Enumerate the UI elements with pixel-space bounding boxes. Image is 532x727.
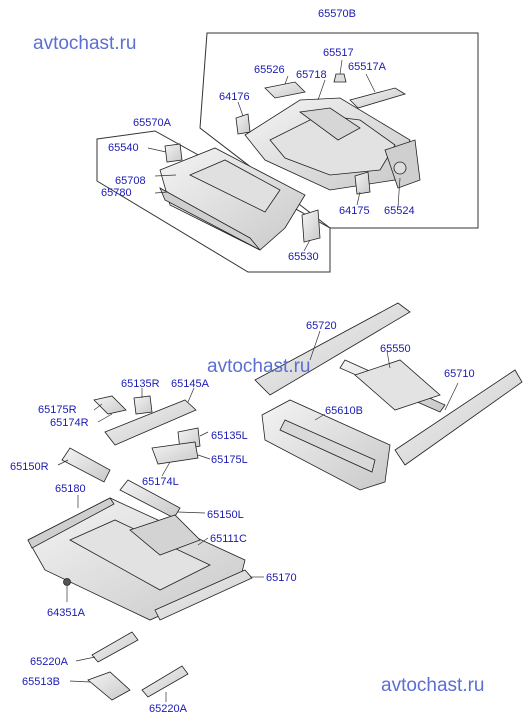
nut-65517	[333, 73, 347, 83]
leader-lines	[57, 59, 459, 702]
bracket-65530	[301, 209, 321, 243]
label-65517a: 65517A	[348, 61, 386, 73]
front-floor-pan-65111c	[27, 497, 246, 621]
bracket-64175	[354, 171, 371, 195]
sill-65170	[154, 569, 253, 621]
label-65135l: 65135L	[211, 430, 248, 442]
label-65174r: 65174R	[50, 417, 89, 429]
bracket-65174l	[151, 441, 199, 465]
label-64175: 64175	[339, 205, 370, 217]
label-64176: 64176	[219, 91, 250, 103]
bracket-64176	[235, 113, 251, 135]
rear-floor-upper-part	[244, 97, 421, 191]
label-65540: 65540	[108, 142, 139, 154]
label-65150r: 65150R	[10, 461, 49, 473]
label-65526: 65526	[254, 64, 285, 76]
label-64351a: 64351A	[47, 607, 85, 619]
label-65780: 65780	[101, 187, 132, 199]
label-65170: 65170	[266, 572, 297, 584]
label-65145a: 65145A	[171, 378, 209, 390]
watermark-top: avtochast.ru	[33, 33, 137, 54]
rear-floor-middle-part	[159, 147, 306, 251]
rail-65150r	[61, 447, 111, 483]
bracket-65540	[164, 143, 183, 163]
watermark-middle: avtochast.ru	[207, 356, 311, 377]
bracket-65135r	[133, 395, 153, 415]
crossmember-65145a	[104, 399, 197, 446]
label-65111c: 65111C	[210, 533, 247, 545]
label-65530: 65530	[288, 251, 319, 263]
label-65180: 65180	[55, 483, 86, 495]
label-65610b: 65610B	[325, 405, 363, 417]
bracket-65175r	[93, 395, 127, 415]
label-65570b: 65570B	[318, 8, 356, 20]
label-65220a-upper: 65220A	[30, 656, 68, 668]
label-65174l: 65174L	[142, 476, 179, 488]
watermark-bottom: avtochast.ru	[381, 675, 485, 696]
label-65175l: 65175L	[211, 454, 248, 466]
group-frame-65570a	[96, 130, 331, 273]
label-65150l: 65150L	[207, 509, 244, 521]
label-65517: 65517	[323, 47, 354, 59]
rail-65150l	[119, 479, 181, 519]
label-65708: 65708	[115, 175, 146, 187]
label-65175r: 65175R	[38, 404, 77, 416]
label-65220a-lower: 65220A	[149, 703, 187, 715]
group-frame-65570b	[199, 32, 479, 229]
bracket-65526	[264, 81, 306, 99]
floor-panel-65610b	[261, 399, 391, 491]
label-65718: 65718	[296, 69, 327, 81]
label-65710: 65710	[444, 368, 475, 380]
bracket-65220a-upper	[91, 631, 139, 663]
plug-64351a	[63, 578, 71, 586]
label-65135r: 65135R	[121, 378, 160, 390]
label-65550: 65550	[380, 343, 411, 355]
bracket-65513b	[87, 671, 131, 701]
label-65513b: 65513B	[22, 676, 60, 688]
label-65524: 65524	[384, 205, 415, 217]
rear-side-member-assembly	[254, 302, 523, 466]
bracket-65517a	[349, 87, 406, 109]
bracket-65220a-lower	[141, 665, 189, 698]
label-65720: 65720	[306, 320, 337, 332]
label-65570a: 65570A	[133, 117, 171, 129]
